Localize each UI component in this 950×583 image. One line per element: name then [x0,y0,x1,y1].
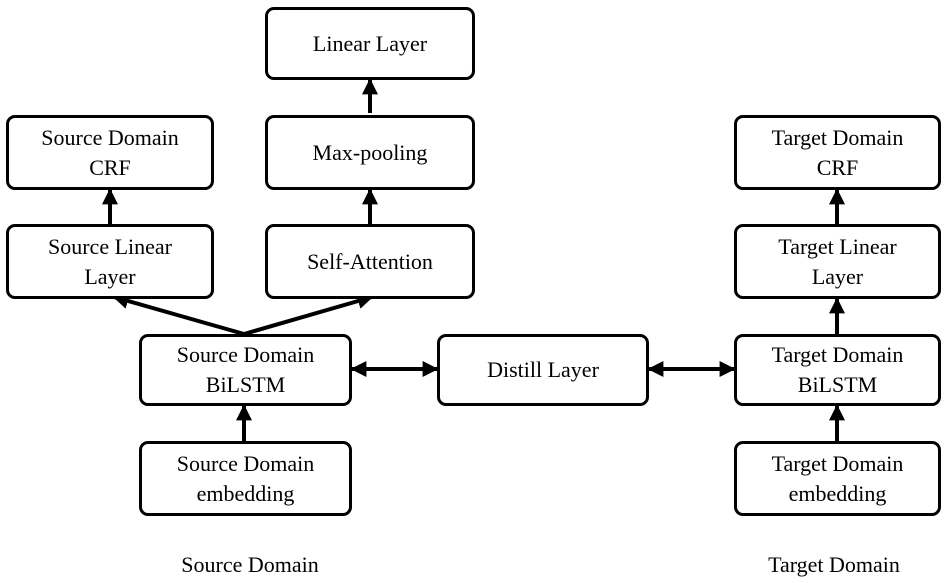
arrow-source-bilstm-to-linear [112,293,245,336]
target-linear-label-line1: Target Linear [778,233,897,259]
target-bilstm-box: Target Domain BiLSTM [734,334,941,406]
source-bilstm-box: Source Domain BiLSTM [139,334,352,406]
self-attention-box: Self-Attention [265,224,475,299]
linear-layer-box: Linear Layer [265,7,475,80]
distill-layer-box: Distill Layer [437,334,649,406]
source-embedding-box: Source Domain embedding [139,441,352,516]
source-embedding-label-line1: Source Domain [176,450,315,476]
target-crf-label-line2: CRF [816,154,859,180]
source-linear-label-line2: Layer [84,263,136,289]
target-bilstm-label-line2: BiLSTM [797,372,878,397]
source-crf-label-line1: Source Domain [41,124,179,150]
target-crf-box: Target Domain CRF [734,115,941,190]
max-pooling-box: Max-pooling [265,115,475,190]
self-attention-label: Self-Attention [307,248,433,274]
source-crf-box: Source Domain CRF [6,115,214,190]
source-bilstm-label-line1: Source Domain [176,342,315,367]
source-embedding-label-line2: embedding [196,480,295,506]
source-linear-label-line1: Source Linear [48,233,172,259]
source-linear-layer-box: Source Linear Layer [6,224,214,299]
target-embedding-label-line1: Target Domain [771,450,904,476]
target-linear-layer-box: Target Linear Layer [734,224,941,299]
arrow-source-bilstm-to-self-attention [243,293,374,336]
target-linear-label-line2: Layer [811,263,864,289]
linear-layer-label: Linear Layer [312,30,428,56]
target-crf-label-line1: Target Domain [771,124,904,150]
distill-layer-label: Distill Layer [487,357,599,382]
source-crf-label-line2: CRF [89,154,131,180]
target-embedding-box: Target Domain embedding [734,441,941,516]
target-bilstm-label-line1: Target Domain [771,342,904,367]
max-pooling-label: Max-pooling [312,139,428,165]
target-domain-caption: Target Domain [768,552,900,577]
target-embedding-label-line2: embedding [788,480,887,506]
source-bilstm-label-line2: BiLSTM [205,372,286,397]
source-domain-caption: Source Domain [181,552,319,577]
